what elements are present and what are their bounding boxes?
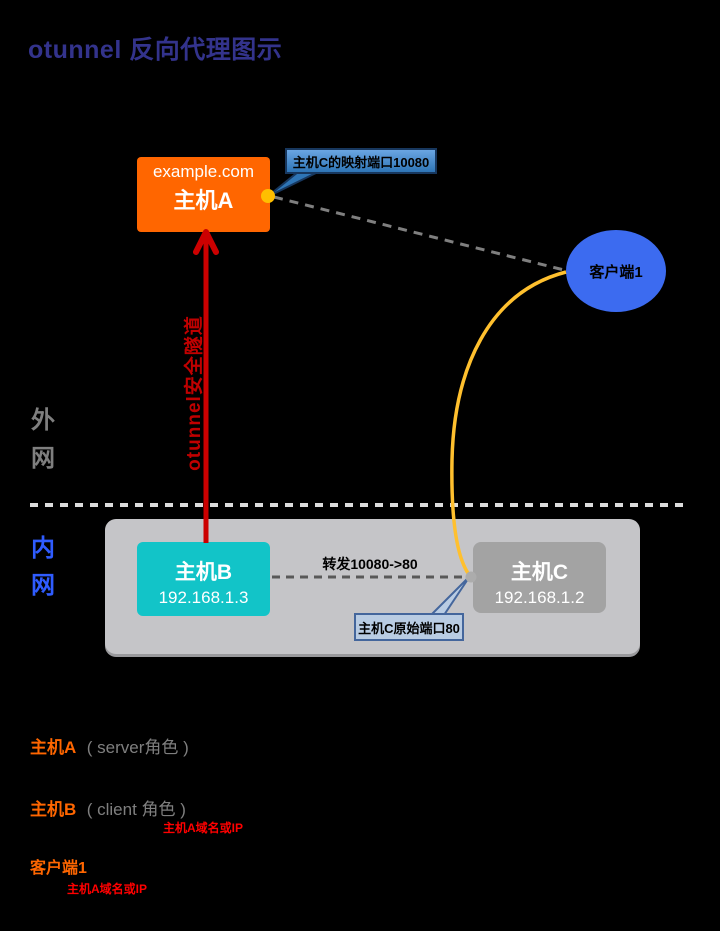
client-1-name: 客户端1: [589, 263, 643, 281]
legend-note-host-b: 主机A域名或IP: [163, 821, 244, 835]
host-b-name: 主机B: [174, 561, 233, 584]
tunnel-arrow-head: [193, 229, 219, 255]
host-c-ip: 192.168.1.2: [494, 588, 585, 607]
host-a-domain: example.com: [152, 162, 255, 181]
node-host-c: 主机C 192.168.1.2: [473, 542, 606, 613]
origin-port-callout: 主机C原始端口80: [354, 613, 464, 641]
legend-client: 客户端1: [30, 860, 87, 877]
legend-host-a: 主机A ( server角色 ): [30, 733, 189, 758]
client-to-hosta-dashed-line: [273, 195, 565, 272]
tunnel-label: otunnel安全隧道: [184, 315, 205, 471]
page-title: otunnel 反向代理图示: [28, 36, 283, 64]
host-b-ip: 192.168.1.3: [158, 588, 249, 607]
zone-label-inner: 内网: [31, 535, 55, 599]
host-c-name: 主机C: [510, 561, 569, 584]
zone-label-outer: 外网: [31, 407, 55, 472]
legend-host-b-name: 主机B: [30, 800, 77, 819]
mapped-port-callout: 主机C的映射端口10080: [285, 148, 437, 174]
mapped-port-callout-tail: [266, 171, 319, 198]
host-a-name: 主机A: [173, 188, 234, 213]
node-client-1: 客户端1: [566, 230, 666, 312]
forward-label: 转发10080->80: [322, 556, 418, 572]
legend-host-a-name: 主机A: [30, 738, 77, 757]
node-host-b: 主机B 192.168.1.3: [137, 542, 270, 616]
legend-note-client: 主机A域名或IP: [67, 882, 148, 896]
legend-host-b: 主机B ( client 角色 ): [30, 795, 186, 820]
legend-host-a-role: ( server角色 ): [86, 738, 189, 757]
legend-host-b-role: ( client 角色 ): [86, 800, 186, 819]
node-host-a: example.com 主机A: [137, 157, 270, 232]
